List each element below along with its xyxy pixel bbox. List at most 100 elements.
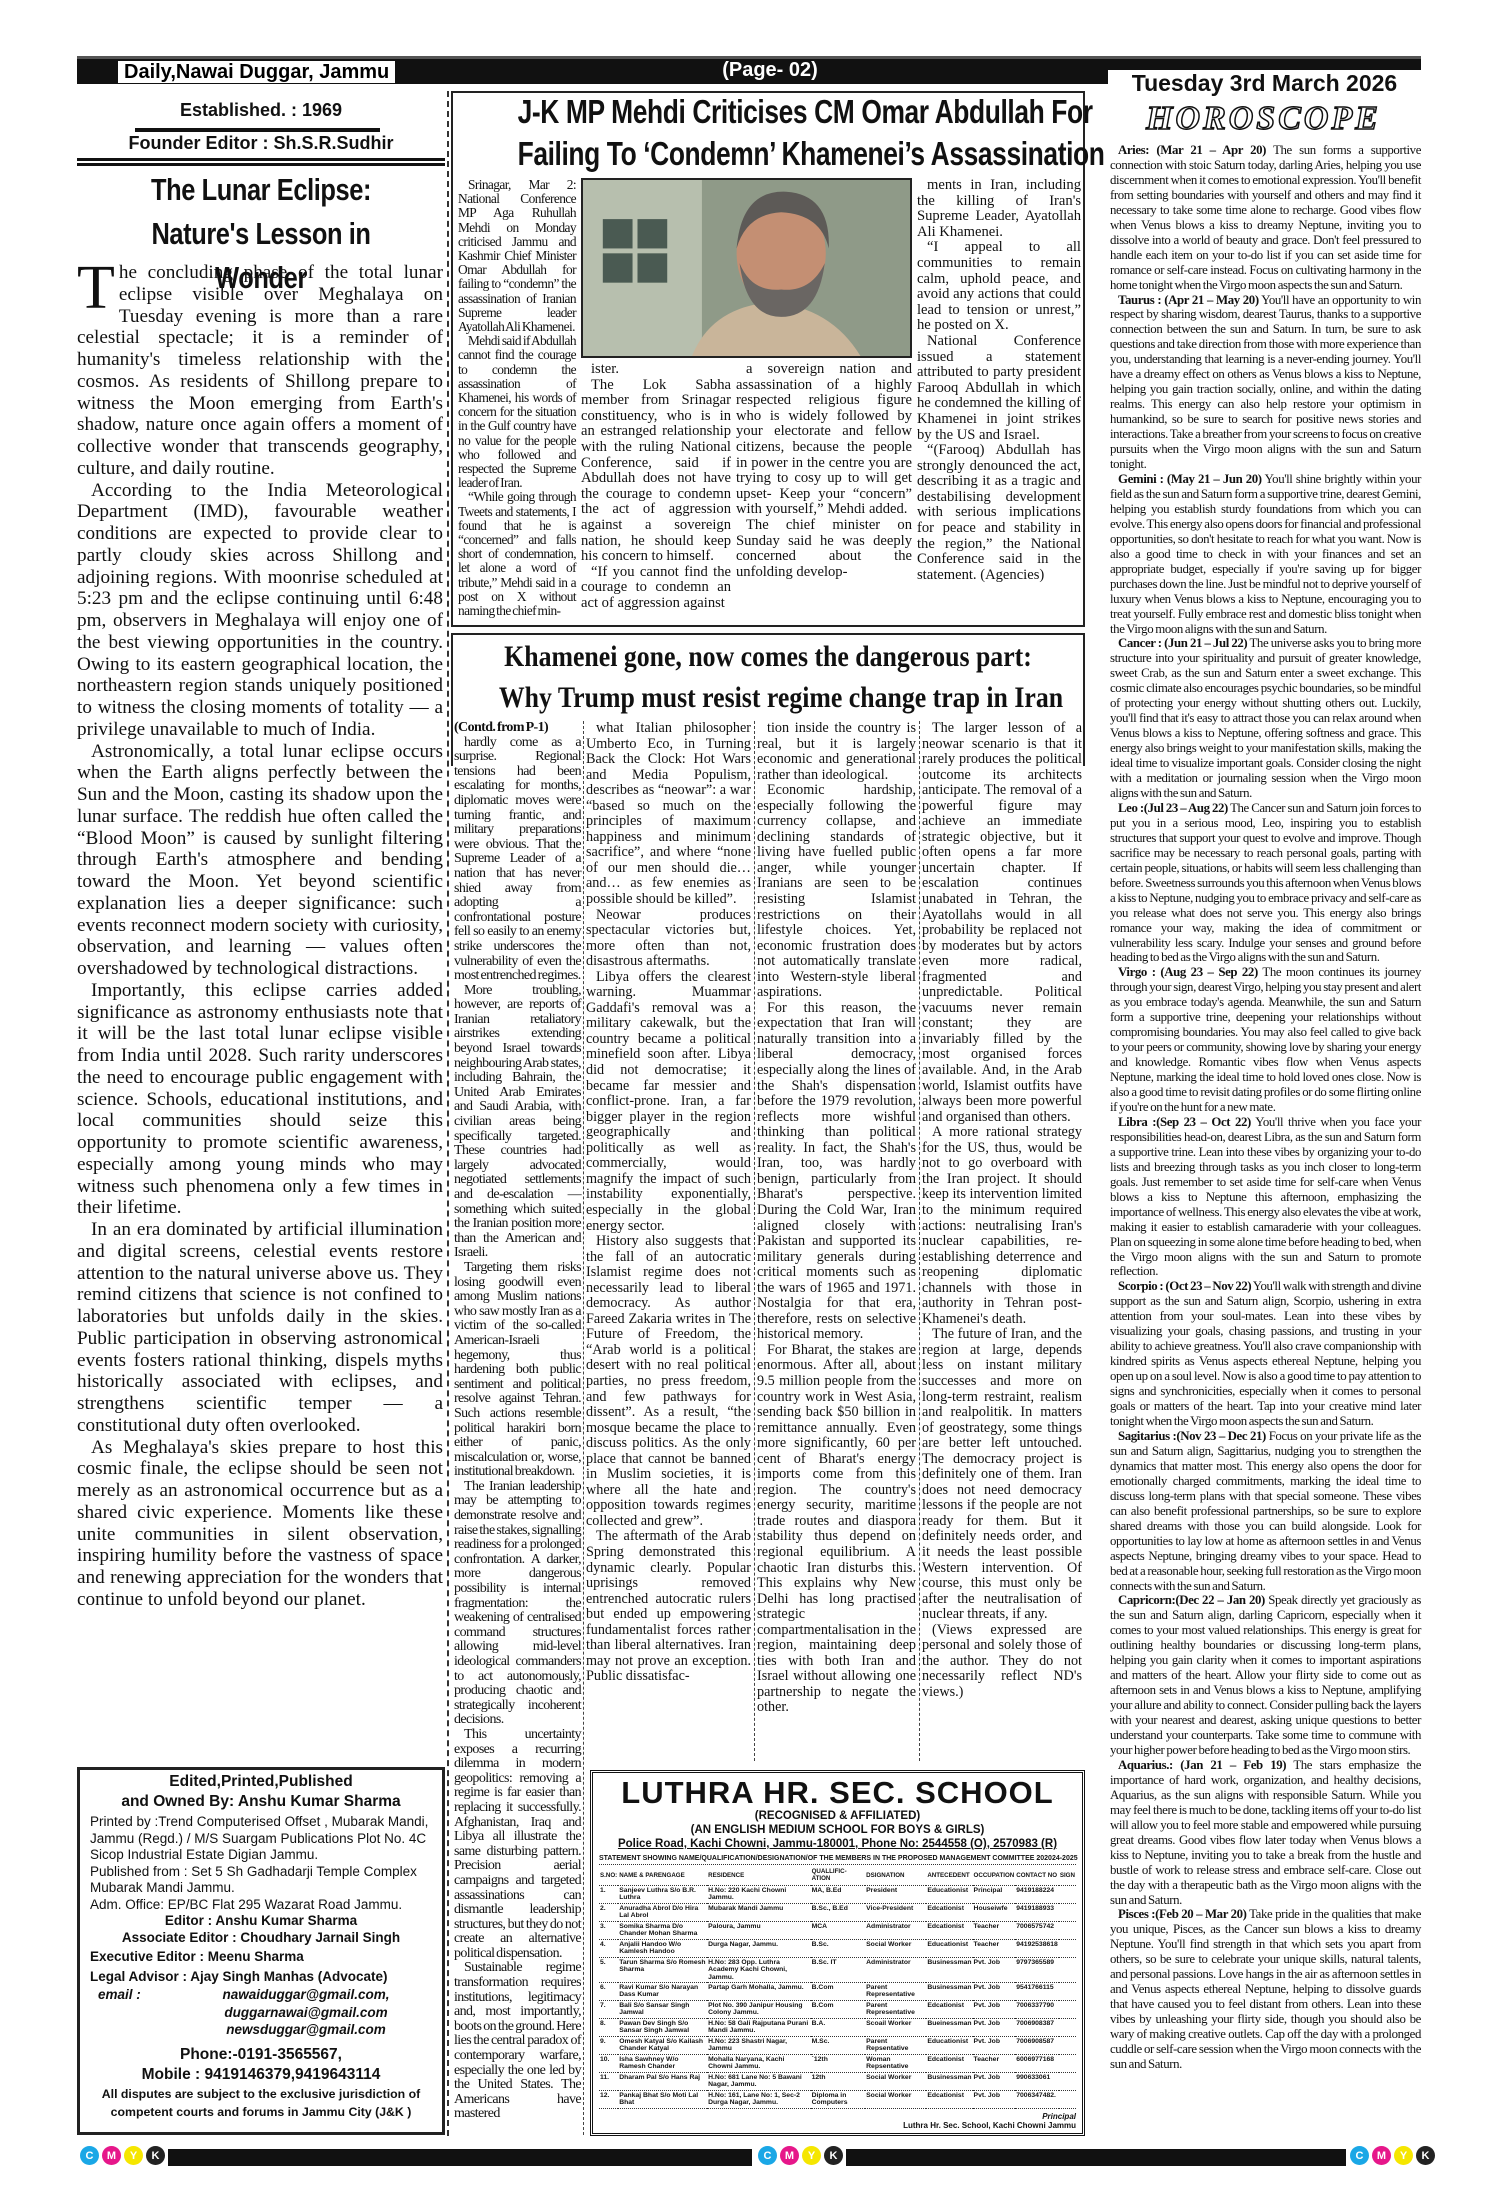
sign-text: Speak directly yet graciously as the sun… [1110, 1593, 1421, 1757]
table-cell: 7006575742 [1015, 1921, 1059, 1940]
column-header: DSIGNATION [865, 1867, 927, 1886]
email-link[interactable]: nawaiduggar@gmail.com, [222, 1987, 390, 2002]
registration-dot: K [824, 2146, 843, 2165]
table-cell: Pvt. Job [972, 1982, 1016, 2002]
table-cell: H.No: 283 Opp. Luthra Academy Kachi Chow… [707, 1957, 811, 1984]
associate-editor: Associate Editor : Choudhary Jarnail Sin… [121, 1929, 401, 1945]
sign-text: Take pride in the qualities that make yo… [1110, 1907, 1422, 2071]
email-link[interactable]: newsduggar@gmail.com [226, 2022, 386, 2037]
column-divider [919, 721, 920, 1761]
sign-name: Sagitarius :(Nov 23 – Dec 21) [1118, 1428, 1266, 1443]
article-headline: J-K MP Mehdi Criticises CM Omar Abdullah… [518, 91, 1105, 175]
email-label: email : [98, 1987, 141, 2002]
statement-title: STATEMENT SHOWING NAME/QUALIFICATION/DES… [599, 1851, 1078, 1865]
sign-name: Aquarius.: (Jan 21 – Feb 19) [1118, 1757, 1287, 1772]
table-cell: 7006347482. [1015, 2090, 1059, 2110]
sign-text: The stars emphasize the importance of ha… [1110, 1757, 1421, 1907]
table-cell: B.Sc. IT [810, 1957, 866, 1984]
table-cell: 10. [599, 2054, 619, 2074]
mehdi-photo [581, 178, 912, 358]
table-cell: Ravi Kumar S/o Narayan Dass Kumar [618, 1982, 708, 2002]
paragraph: “I appeal to all communities to remain c… [917, 239, 1081, 334]
sign-name: Capricorn:(Dec 22 – Jan 20) [1118, 1593, 1265, 1608]
table-cell: 6. [599, 1982, 619, 2002]
sign-name: Virgo : (Aug 23 – Sep 22) [1118, 965, 1258, 980]
table-row: 3.Somika Sharma D/o Chander Mohan Sharma… [599, 1921, 1076, 1940]
table-cell: 7006337790 [1015, 2000, 1059, 2020]
table-cell: Pvt. Job [972, 2000, 1016, 2020]
headline-line: Failing To ‘Condemn’ Khamenei’s Assassin… [517, 135, 1105, 172]
table-cell: H.No: 681 Lane No: 5 Bawani Nagar, Jammu… [707, 2072, 811, 2092]
horoscope-entry: Cancer : (Jun 21 – Jul 22) The universe … [1110, 636, 1421, 800]
email-link[interactable]: duggarnawai@gmail.com [224, 2004, 388, 2020]
table-cell: 7. [599, 2000, 619, 2020]
horoscope-list: Aries: (Mar 21 – Apr 20) The sun forms a… [1110, 143, 1421, 2072]
editorial-body: The concluding phase of the total lunar … [77, 254, 443, 1611]
table-cell: 990633061 [1015, 2072, 1059, 2092]
sign-text: The moon continues its journey through y… [1110, 965, 1421, 1114]
table-cell: 6006977168 [1015, 2054, 1059, 2074]
table-cell: Businessman [926, 2072, 973, 2092]
table-cell: Isha Sawhney W/o Ramesh Chander [618, 2054, 708, 2074]
table-cell: Durga Nagar, Jammu. [707, 1939, 811, 1958]
table-cell: Edcationist [926, 2090, 973, 2110]
article-column: (Contd. from P-1) hardly come as a surpr… [454, 720, 582, 2122]
table-cell: Pvt. Job [972, 1957, 1016, 1984]
paragraph: The future of Iran, and the region at la… [922, 1326, 1082, 1623]
horoscope-entry: Scorpio : (Oct 23 – Nov 22) You'll walk … [1110, 1279, 1421, 1429]
article-column: ister.The Lok Sabha member from Srinagar… [581, 361, 731, 612]
headline-line: J-K MP Mehdi Criticises CM Omar Abdullah… [517, 93, 1093, 130]
table-cell: Businessman [926, 1957, 973, 1984]
bottom-bar [168, 2149, 752, 2166]
table-cell: Anuradha Abrol D/o Hira Lal Abrol [618, 1903, 708, 1922]
table-cell: Partap Garh Mohalla, Jammu. [707, 1982, 811, 2002]
table-cell: Pvt. Job [972, 2018, 1016, 2038]
bottom-bar [846, 2149, 1346, 2166]
table-cell: Businessman [926, 1982, 973, 2002]
column-header: ANTECEDENT [926, 1867, 973, 1886]
paragraph: For Bharat, the stakes are enormous. Aft… [757, 1341, 916, 1716]
table-cell: Tarun Sharma S/o Romesh Sharma [618, 1957, 708, 1984]
column-header: OCCUPATION [972, 1867, 1016, 1886]
table-cell: H.No: 58 Gali Rajputana Purani Mandi Jam… [707, 2018, 811, 2038]
horoscope-entry: Taurus : (Apr 21 – May 20) You'll have a… [1110, 293, 1421, 472]
signature-title: Principal [1042, 2112, 1076, 2122]
table-cell: 3. [599, 1921, 619, 1940]
mobile: Mobile : 9419146379,9419643114 [141, 2065, 381, 2083]
table-cell: Social Worker [865, 2090, 927, 2110]
adm-office: Adm. Office: EP/BC Flat 295 Wazarat Road… [90, 1896, 403, 1912]
article-column: Srinagar, Mar 2: National Conference MP … [458, 177, 577, 618]
paragraph: National Conference issued a statement a… [917, 332, 1081, 443]
column-header: SIGN [1058, 1867, 1076, 1886]
table-cell: Woman Repsentative [865, 2054, 927, 2074]
table-cell: Social Worker [865, 1939, 927, 1958]
paragraph: The aftermath of the Arab Spring demonst… [586, 1528, 751, 1685]
table-cell: 5. [599, 1957, 619, 1984]
table-cell: Bali S/o Sansar Singh Jamwal [618, 2000, 708, 2020]
headline-line: Khamenei gone, now comes the dangerous p… [504, 640, 1032, 673]
paragraph: The chief minister on Sunday said he was… [736, 516, 912, 580]
column-divider [447, 91, 449, 2136]
sign-text: Focus on your private life as the sun an… [1110, 1428, 1421, 1593]
table-cell: 9. [599, 2036, 619, 2056]
paragraph: Srinagar, Mar 2: National Conference MP … [458, 177, 577, 335]
sign-text: You'll have an opportunity to win respec… [1110, 292, 1421, 472]
founder-editor: Founder Editor : Sh.S.R.Sudhir [128, 133, 394, 153]
table-cell: Edcationist [926, 1903, 973, 1922]
table-cell [1058, 1957, 1076, 1984]
school-advertisement: LUTHRA HR. SEC. SCHOOL (RECOGNISED & AFF… [590, 1770, 1085, 2136]
article-column: tion inside the country is real, but it … [757, 720, 916, 1716]
sign-text: You'll walk with strength and divine sup… [1110, 1279, 1421, 1429]
table-cell: B.Com [810, 2000, 866, 2020]
imprint-box: Edited,Printed,Published and Owned By: A… [77, 1767, 445, 2135]
table-cell: Scoail Worker [865, 2018, 927, 2038]
table-cell [1058, 1885, 1076, 1904]
table-cell: Edcationist [926, 2000, 973, 2020]
table-cell: 9419188224 [1015, 1885, 1059, 1904]
table-cell [1058, 1939, 1076, 1958]
table-cell: Parent Representative [865, 1982, 927, 2002]
